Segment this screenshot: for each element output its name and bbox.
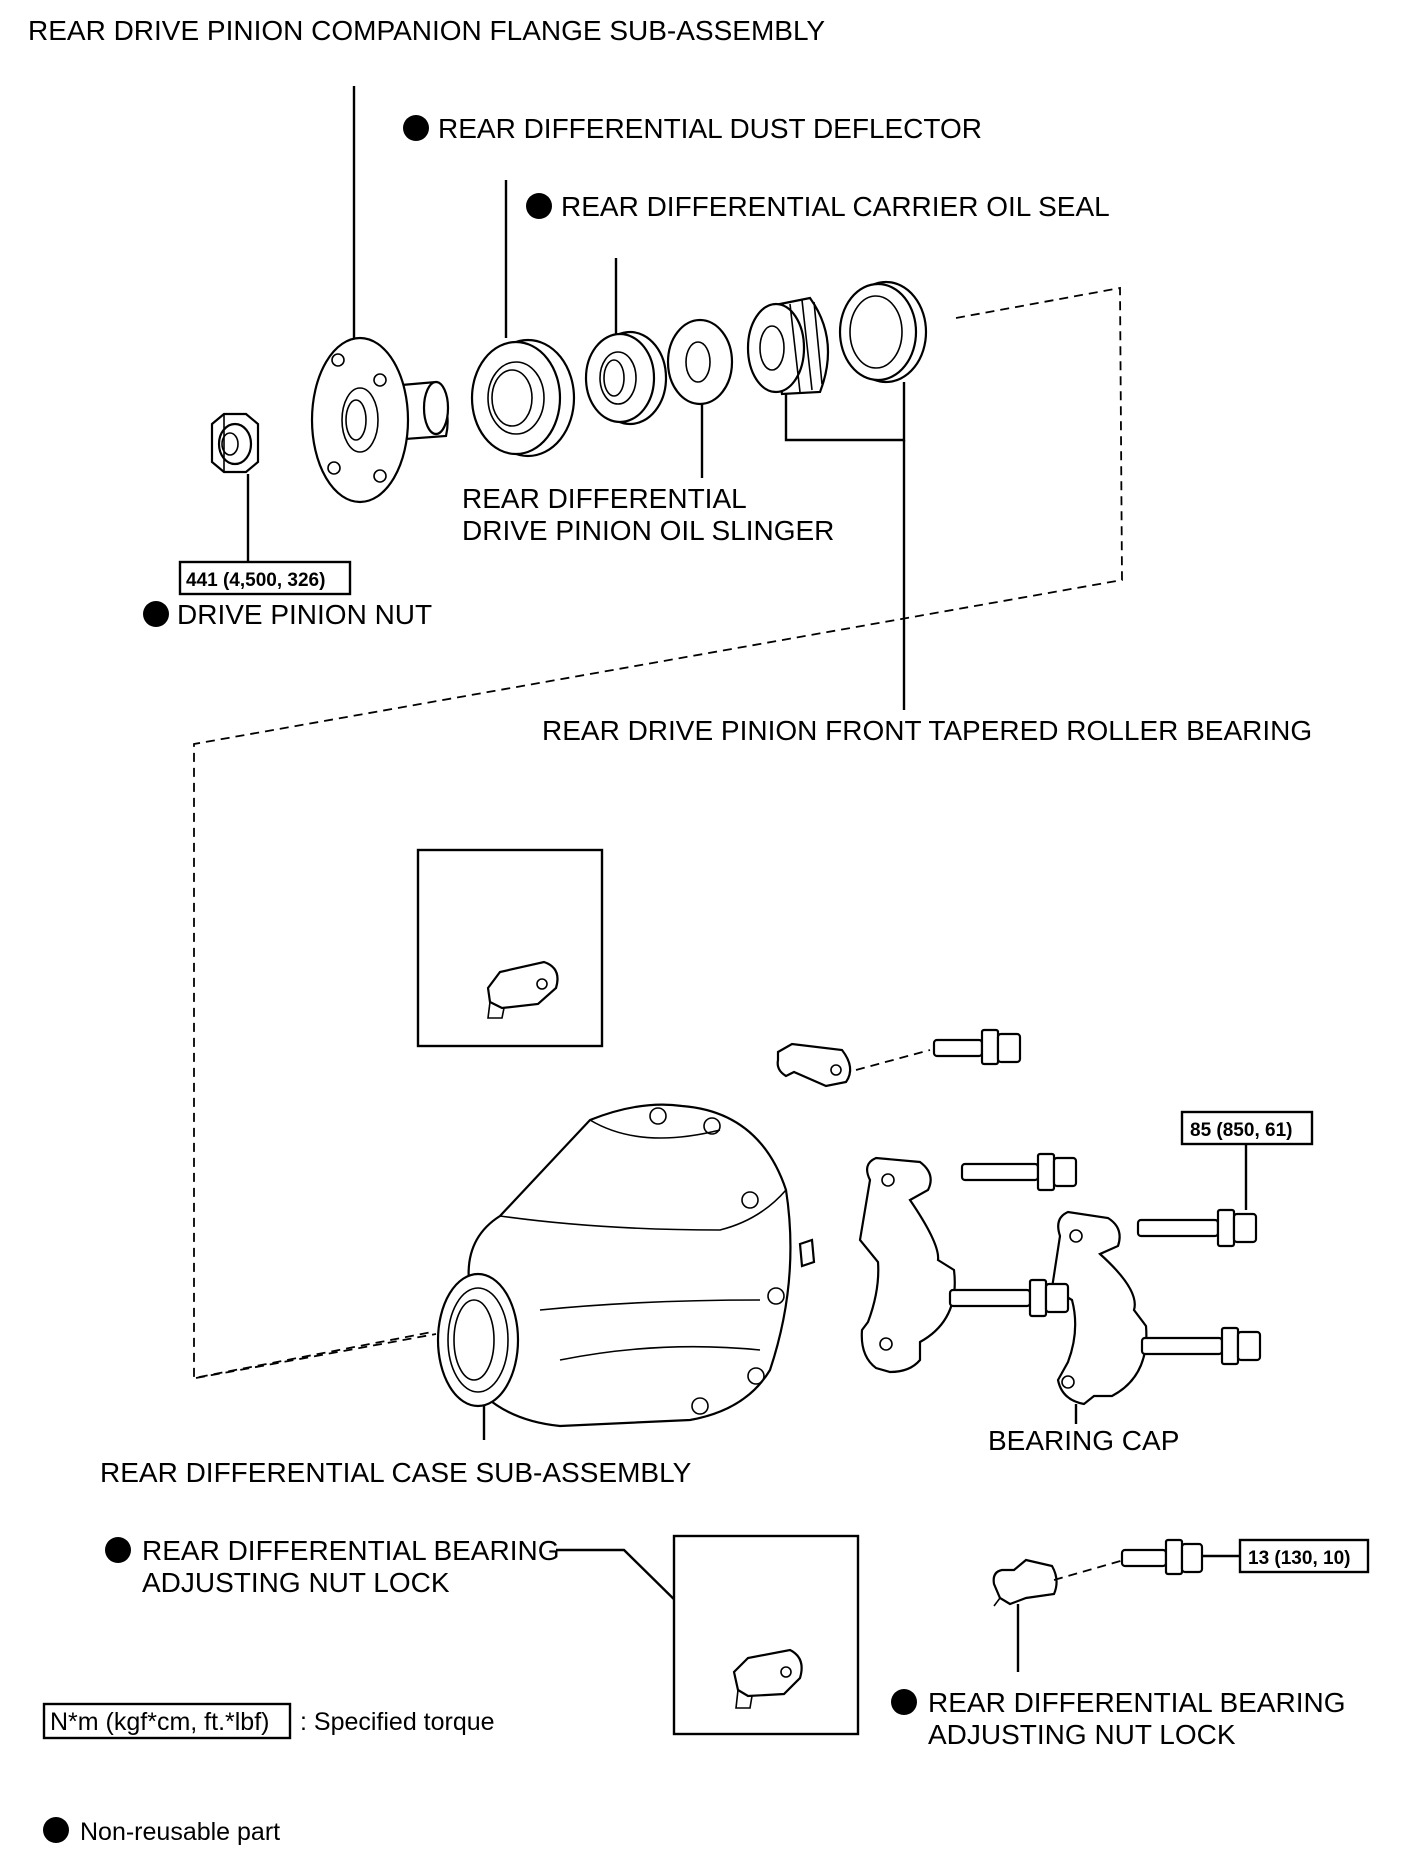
oil-seal-part [584, 330, 668, 426]
label-nut-lock-right-line1: REAR DIFFERENTIAL BEARING [928, 1687, 1345, 1718]
nut-lock-lower-part [992, 1558, 1058, 1607]
label-oil-slinger-line1: REAR DIFFERENTIAL [462, 483, 747, 514]
torque-box-cap-bolt [1180, 1110, 1314, 1146]
non-reusable-marker [143, 601, 169, 627]
bearing-cap-left-part [858, 1156, 956, 1374]
dust-deflector-part [470, 338, 576, 458]
torque-cap-bolt: 85 (850, 61) [1190, 1120, 1292, 1141]
non-reusable-marker [403, 115, 429, 141]
tapered-roller-bearing-cone-part [746, 296, 830, 396]
leader-front-bearing [784, 382, 906, 442]
nut-lock-upper-part [776, 1042, 852, 1088]
non-reusable-marker [891, 1689, 917, 1715]
companion-flange-part [310, 336, 450, 504]
torque-box-drive-pinion-nut [178, 560, 352, 596]
legend-torque-key-box [42, 1702, 292, 1740]
torque-nut-lock-bolt: 13 (130, 10) [1248, 1548, 1350, 1569]
label-dust-deflector: REAR DIFFERENTIAL DUST DEFLECTOR [438, 113, 982, 144]
bearing-cap-bolt-1 [960, 1152, 1078, 1192]
legend-torque-desc: : Specified torque [300, 1708, 495, 1736]
assembly-path-lock-upper [855, 1049, 931, 1071]
label-bearing-cap: BEARING CAP [988, 1425, 1179, 1456]
label-nut-lock-left-line2: ADJUSTING NUT LOCK [142, 1567, 450, 1598]
non-reusable-marker [105, 1537, 131, 1563]
bearing-cap-bolt-3 [948, 1278, 1070, 1318]
nut-lock-detail-lower [732, 1648, 803, 1709]
nut-lock-detail-upper [486, 960, 559, 1019]
legend-torque-key: N*m (kgf*cm, ft.*lbf) [50, 1708, 269, 1736]
legend-non-reusable: Non-reusable part [80, 1818, 280, 1846]
detail-inset-lower [672, 1534, 860, 1736]
label-drive-pinion-nut: DRIVE PINION NUT [177, 599, 432, 630]
torque-drive-pinion-nut: 441 (4,500, 326) [186, 570, 325, 591]
non-reusable-marker [526, 193, 552, 219]
non-reusable-marker [43, 1817, 69, 1843]
label-front-bearing: REAR DRIVE PINION FRONT TAPERED ROLLER B… [542, 715, 1312, 746]
bearing-cap-bolt-4 [1140, 1326, 1262, 1366]
nut-lock-bolt-upper [932, 1028, 1022, 1066]
torque-box-nut-lock-bolt [1238, 1538, 1370, 1574]
assembly-path-lock-lower [1053, 1559, 1125, 1581]
differential-case-part [436, 1103, 816, 1428]
detail-inset-upper [416, 848, 604, 1048]
nut-lock-bolt-lower [1120, 1538, 1204, 1576]
bearing-cap-bolt-2 [1136, 1208, 1258, 1248]
tapered-roller-bearing-cup-part [838, 280, 928, 384]
label-nut-lock-right-line2: ADJUSTING NUT LOCK [928, 1719, 1236, 1750]
label-companion-flange: REAR DRIVE PINION COMPANION FLANGE SUB-A… [28, 15, 825, 46]
bearing-cap-right-part [1050, 1210, 1148, 1406]
label-case-subassembly: REAR DIFFERENTIAL CASE SUB-ASSEMBLY [100, 1457, 692, 1488]
assembly-path-case [195, 1333, 437, 1379]
drive-pinion-nut-part [210, 412, 260, 474]
label-oil-slinger-line2: DRIVE PINION OIL SLINGER [462, 515, 834, 546]
label-nut-lock-left-line1: REAR DIFFERENTIAL BEARING [142, 1535, 559, 1566]
label-oil-seal: REAR DIFFERENTIAL CARRIER OIL SEAL [561, 191, 1110, 222]
oil-slinger-part [666, 318, 734, 406]
